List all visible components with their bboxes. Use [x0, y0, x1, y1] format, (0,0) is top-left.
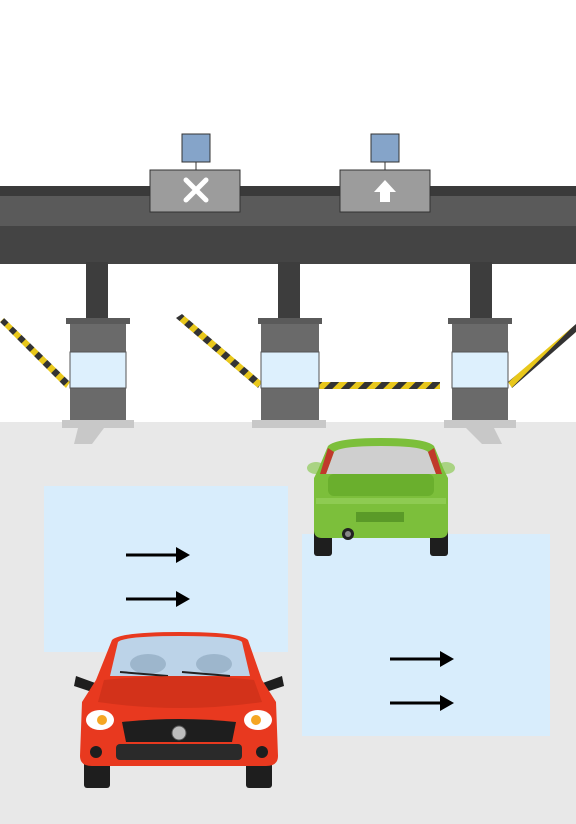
- arrow-up-icon: [374, 180, 396, 202]
- arrow-right-icon: [390, 695, 454, 711]
- lane-marking-right: [302, 534, 550, 736]
- close-icon: [183, 177, 209, 203]
- toll-booth-right: [444, 318, 516, 444]
- gantry: [0, 186, 576, 326]
- lane-open-sign: [339, 133, 431, 213]
- barrier-arms: [0, 314, 576, 389]
- toll-booth-left: [62, 318, 134, 444]
- toll-booth-middle: [252, 318, 326, 428]
- lane-closed-sign: [149, 133, 241, 213]
- arrow-right-icon: [126, 591, 190, 607]
- lane-marking-left: [44, 486, 288, 652]
- green-car: [307, 438, 455, 556]
- red-car: [74, 632, 284, 788]
- arrow-right-icon: [126, 547, 190, 563]
- arrow-right-icon: [390, 651, 454, 667]
